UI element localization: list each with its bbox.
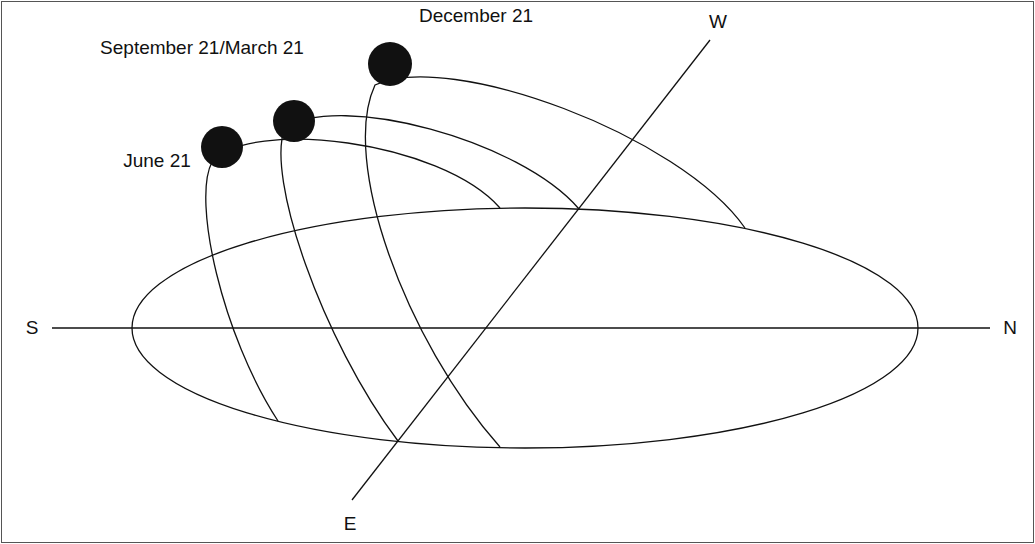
compass-label: S [26, 318, 39, 339]
sun-june [201, 126, 243, 168]
date-label: June 21 [123, 151, 191, 172]
sun-path-december [365, 77, 745, 447]
sun-path-equinox [281, 116, 579, 441]
sun-equinox [273, 100, 315, 142]
compass-label: N [1003, 318, 1017, 339]
sun-december [368, 42, 412, 86]
south-north-axis [52, 327, 990, 328]
date-label: December 21 [419, 6, 533, 27]
compass-label: E [344, 514, 357, 535]
date-label: September 21/March 21 [100, 38, 304, 59]
east-west-axis [352, 40, 710, 500]
sun-path-june [206, 139, 500, 421]
compass-label: W [709, 12, 727, 33]
